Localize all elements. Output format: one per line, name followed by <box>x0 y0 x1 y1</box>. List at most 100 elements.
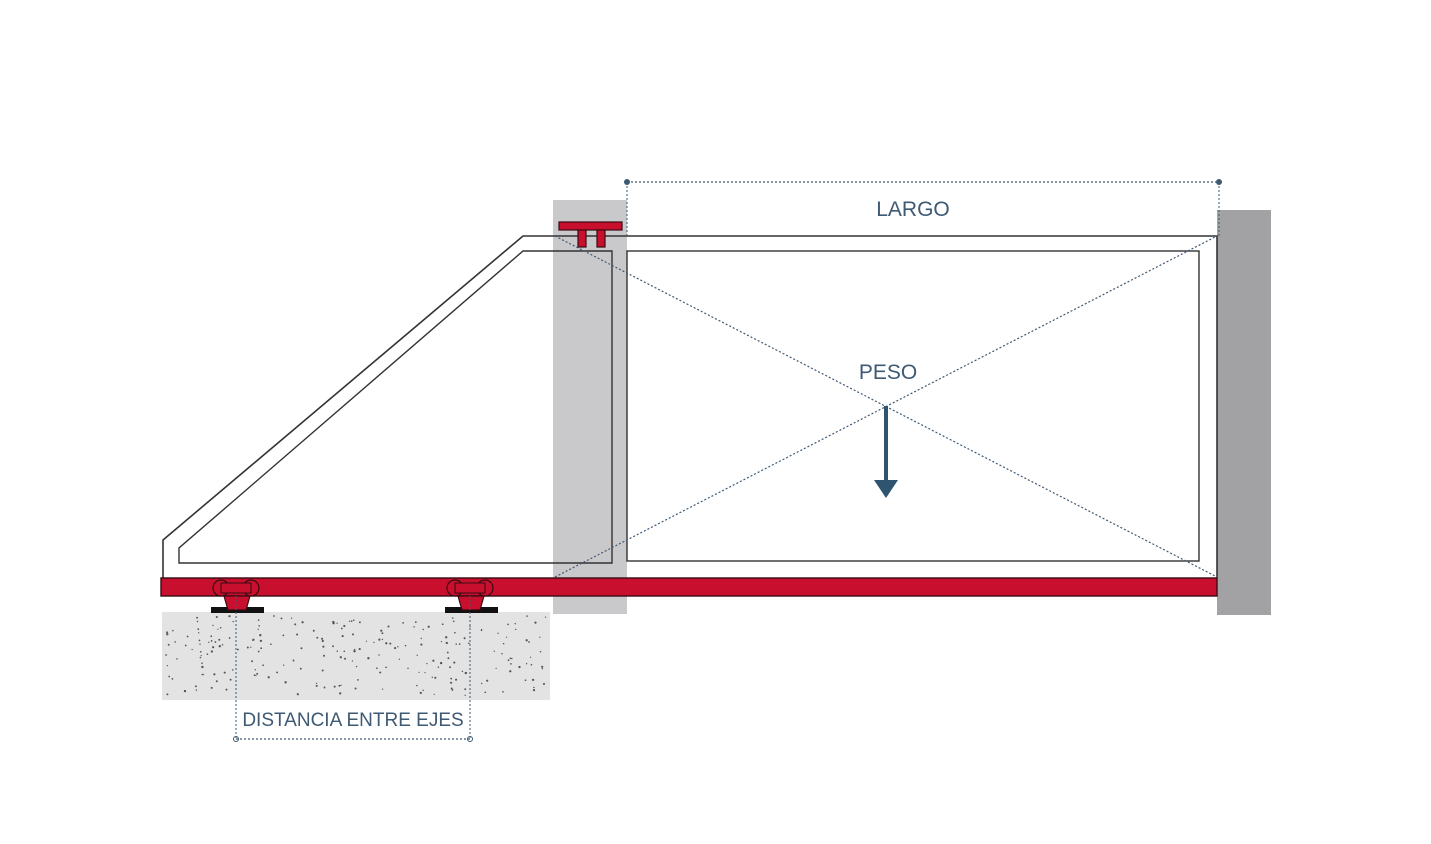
ground-slab <box>162 612 550 700</box>
ground-dot <box>541 665 544 668</box>
ground-dot <box>402 622 404 624</box>
ground-dot <box>427 625 430 628</box>
ground-dot <box>165 654 167 656</box>
largo-dimension <box>624 179 1222 236</box>
ground-dot <box>202 673 204 676</box>
ground-dot <box>450 681 453 684</box>
ground-dot <box>215 615 218 619</box>
ground-dot <box>507 623 509 626</box>
ground-dot <box>195 689 198 691</box>
ground-dot <box>480 629 483 632</box>
ground-dot <box>533 686 535 689</box>
ground-dot <box>201 662 203 664</box>
ground-dot <box>257 628 259 630</box>
ground-dot <box>212 646 215 649</box>
ground-dot <box>218 645 221 648</box>
ground-dot <box>219 627 222 629</box>
ground-dot <box>208 641 210 643</box>
ground-dot <box>534 621 537 624</box>
ground-dot <box>253 674 256 676</box>
ground-dot <box>509 670 512 673</box>
ground-dot <box>333 685 336 688</box>
ground-dot <box>378 638 381 641</box>
ground-dot <box>532 688 536 692</box>
ground-dot <box>339 656 342 659</box>
ground-dot <box>217 628 219 630</box>
ground-dot <box>525 663 528 665</box>
ground-dot <box>354 687 357 690</box>
ground-dot <box>416 684 418 687</box>
ground-dot <box>424 671 426 674</box>
ground-dot <box>338 684 341 687</box>
ground-dot <box>505 636 508 638</box>
ground-dot <box>250 646 252 648</box>
ground-dot <box>166 633 169 636</box>
ground-dot <box>419 691 422 695</box>
ground-dot <box>174 641 177 643</box>
ground-dot <box>225 688 228 691</box>
ground-dot <box>251 660 254 663</box>
ground-dot <box>398 658 401 660</box>
ground-dot <box>321 639 324 643</box>
ground-dot <box>332 620 335 624</box>
ground-dot <box>199 650 202 653</box>
ground-dot <box>300 647 303 650</box>
ground-dot <box>407 667 409 670</box>
ground-dot <box>340 684 342 686</box>
ground-dot <box>420 643 423 646</box>
ground-dot <box>273 615 275 617</box>
ground-dot <box>206 653 209 656</box>
ground-dot <box>166 631 169 634</box>
ground-dot <box>340 627 343 630</box>
ground-dot <box>210 635 213 638</box>
ground-dot <box>215 680 218 683</box>
ground-dot <box>524 679 527 682</box>
ground-dot <box>290 617 293 619</box>
ground-dot <box>267 676 270 679</box>
ground-dot <box>210 640 213 642</box>
ground-dot <box>228 637 231 639</box>
ground-dot <box>352 619 355 621</box>
ground-dot <box>413 626 415 628</box>
ground-dot <box>502 642 505 645</box>
ground-dot <box>276 671 279 674</box>
ground-dot <box>280 617 283 620</box>
wheel-1 <box>211 579 264 613</box>
ground-dot <box>258 625 261 627</box>
ground-dot <box>509 657 512 660</box>
ground-dot <box>376 667 378 670</box>
ground-dot <box>385 666 387 669</box>
ground-dot <box>358 648 361 651</box>
ground-dot <box>511 657 513 660</box>
ground-dot <box>353 650 356 653</box>
ground-dot <box>541 668 544 670</box>
ground-dot <box>183 689 187 693</box>
ground-dot <box>544 616 547 618</box>
ground-dot <box>464 694 466 696</box>
guide-post <box>553 200 627 614</box>
ground-dot <box>259 639 263 643</box>
weight-arrow-icon <box>874 406 898 498</box>
ground-dot <box>367 657 370 660</box>
ground-dot <box>542 682 546 685</box>
ground-dot <box>176 658 178 660</box>
ground-dot <box>257 619 260 621</box>
ground-dot <box>259 634 262 637</box>
ground-dot <box>484 691 487 694</box>
ground-dot <box>358 621 361 624</box>
ground-dot <box>385 642 388 645</box>
ground-dot <box>301 621 304 624</box>
ground-dot <box>166 664 169 667</box>
ground-dot <box>380 629 383 632</box>
ground-dot <box>210 650 214 653</box>
ground-dot <box>453 661 456 664</box>
ground-dot <box>486 679 489 682</box>
ground-dot <box>229 678 232 681</box>
ground-dot <box>529 656 532 658</box>
ground-dot <box>252 639 254 641</box>
ground-dot <box>315 684 318 687</box>
ground-dot <box>431 676 433 678</box>
ground-dot <box>198 639 201 642</box>
